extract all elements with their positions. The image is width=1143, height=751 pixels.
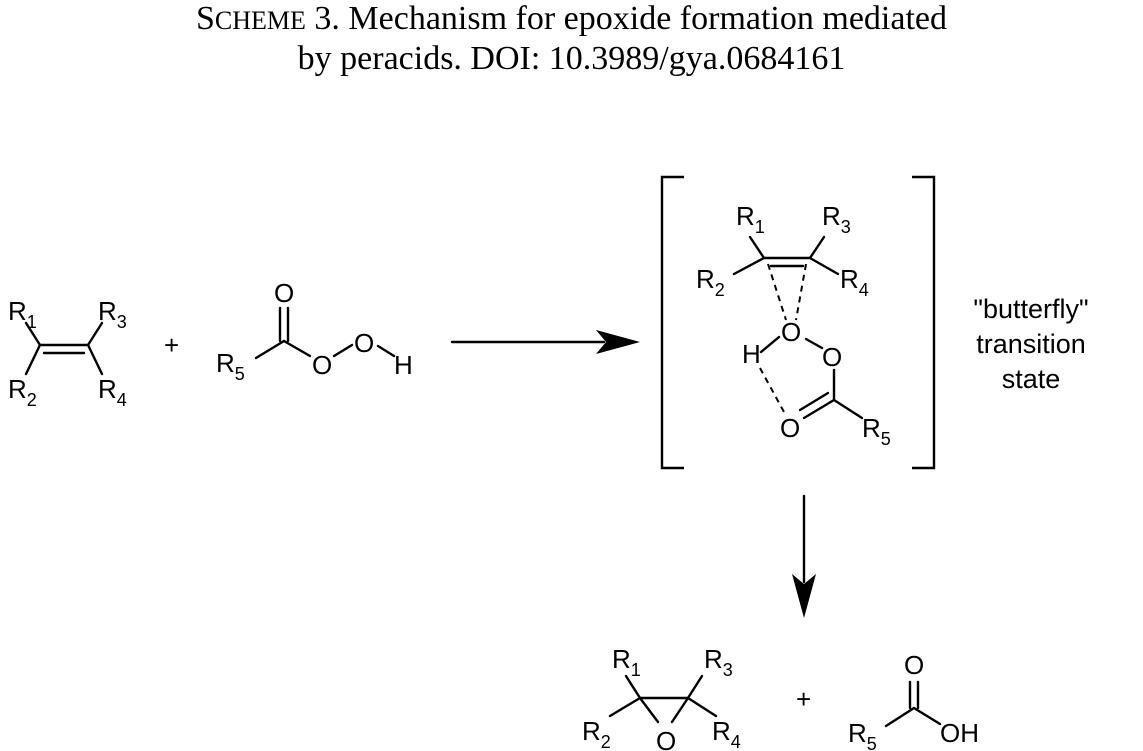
ts-bond-c-r5 bbox=[832, 398, 864, 420]
ts-hydrogen-bond bbox=[759, 367, 785, 413]
bond-c-o bbox=[282, 339, 312, 358]
transition-state: R1 R3 R2 R4 O O H O R5 bbox=[660, 175, 936, 470]
peroxy-oxygen: O bbox=[354, 328, 374, 358]
ts-bond-c1-r1 bbox=[748, 235, 766, 260]
epoxide-r4-label: R4 bbox=[712, 716, 741, 751]
r3-label: R3 bbox=[98, 296, 127, 332]
bond-o-h bbox=[376, 344, 396, 358]
epoxide-bond-r1 bbox=[624, 674, 642, 700]
caption-line-1: SCHEME 3. Mechanism for epoxide formatio… bbox=[0, 0, 1143, 40]
ts-bond-o-o bbox=[804, 337, 824, 350]
r1-label: R1 bbox=[8, 296, 37, 332]
ts-hydrogen: H bbox=[742, 339, 761, 369]
caption-line-2: by peracids. DOI: 10.3989/gya.0684161 bbox=[297, 40, 846, 77]
plus-sign-reactants: + bbox=[164, 330, 179, 360]
epoxide-r1-label: R1 bbox=[612, 644, 641, 680]
ts-note-line-1: "butterfly" bbox=[973, 294, 1088, 324]
bond-c2-r3 bbox=[86, 321, 104, 347]
transition-state-note: "butterfly" transition state bbox=[973, 294, 1088, 394]
ts-bond-c2-r4 bbox=[808, 256, 840, 276]
arrow-down-head bbox=[792, 574, 816, 618]
ts-carbonyl-bond-b bbox=[798, 391, 830, 412]
caption-label-number: 3. bbox=[305, 0, 340, 37]
left-bracket bbox=[660, 175, 684, 470]
bond-o-o bbox=[332, 343, 354, 358]
caption-label-initial: S bbox=[195, 0, 215, 37]
reaction-arrow-right bbox=[450, 330, 640, 354]
arrow-right-head bbox=[596, 330, 640, 354]
ts-forming-bond-1 bbox=[767, 263, 787, 321]
right-bracket bbox=[912, 175, 936, 470]
epoxide-r3-label: R3 bbox=[704, 644, 733, 680]
epoxide-r2-label: R2 bbox=[582, 716, 611, 751]
r5-label: R5 bbox=[216, 348, 245, 384]
scheme-caption: SCHEME 3. Mechanism for epoxide formatio… bbox=[0, 0, 1143, 78]
ts-transfer-oxygen: O bbox=[781, 317, 801, 347]
acid-r5-label: R5 bbox=[848, 718, 877, 751]
reaction-arrow-down bbox=[792, 494, 816, 618]
ester-oxygen: O bbox=[312, 350, 332, 380]
carboxylic-acid-product: R5 O OH bbox=[848, 650, 979, 751]
ts-bond-c2-r3 bbox=[808, 235, 826, 260]
ts-r2-label: R2 bbox=[696, 264, 725, 300]
bond-c2-r4 bbox=[86, 343, 104, 376]
epoxide-bond-r2 bbox=[608, 696, 642, 718]
epoxide-bond-r3 bbox=[686, 674, 704, 700]
epoxide-oxygen: O bbox=[656, 726, 676, 751]
ts-note-line-2: transition bbox=[976, 329, 1086, 359]
acid-carbonyl-oxygen: O bbox=[904, 650, 924, 680]
caption-line-1-text: Mechanism for epoxide formation mediated bbox=[339, 0, 947, 37]
epoxide-c1-o-bond bbox=[638, 696, 660, 724]
alkene-reactant: R1 R2 R3 R4 bbox=[8, 296, 127, 410]
peracid-reactant: R5 O O O H bbox=[216, 278, 413, 384]
caption-label-smallcaps: CHEME bbox=[214, 6, 306, 35]
epoxide-bond-r4 bbox=[686, 696, 718, 718]
acid-hydroxyl: OH bbox=[940, 718, 979, 748]
ts-ester-oxygen: O bbox=[822, 342, 842, 372]
ts-r1-label: R1 bbox=[736, 201, 765, 237]
bond-c1-r1 bbox=[24, 321, 42, 347]
ts-bond-h-o bbox=[759, 335, 781, 354]
hydroxyl-hydrogen: H bbox=[394, 350, 413, 380]
carbonyl-oxygen: O bbox=[274, 278, 294, 308]
ts-bond-c1-r2 bbox=[732, 256, 766, 276]
epoxide-product: O R1 R3 R2 R4 bbox=[582, 644, 741, 751]
ts-carbonyl-oxygen: O bbox=[780, 413, 800, 443]
ts-carbonyl-bond-a bbox=[802, 398, 836, 420]
ts-note-line-3: state bbox=[1002, 364, 1061, 394]
ts-r4-label: R4 bbox=[840, 264, 869, 300]
r2-label: R2 bbox=[8, 374, 37, 410]
acid-bond-c-oh bbox=[912, 706, 942, 726]
acid-bond-r5-c bbox=[884, 706, 916, 728]
bond-r5-carbonyl bbox=[254, 339, 286, 360]
epoxide-c2-o-bond bbox=[670, 696, 690, 724]
r4-label: R4 bbox=[98, 374, 127, 410]
ts-r5-label: R5 bbox=[862, 413, 891, 449]
bond-c1-r2 bbox=[24, 343, 42, 376]
ts-forming-bond-2 bbox=[795, 263, 807, 321]
plus-sign-products: + bbox=[796, 684, 811, 714]
ts-r3-label: R3 bbox=[822, 201, 851, 237]
